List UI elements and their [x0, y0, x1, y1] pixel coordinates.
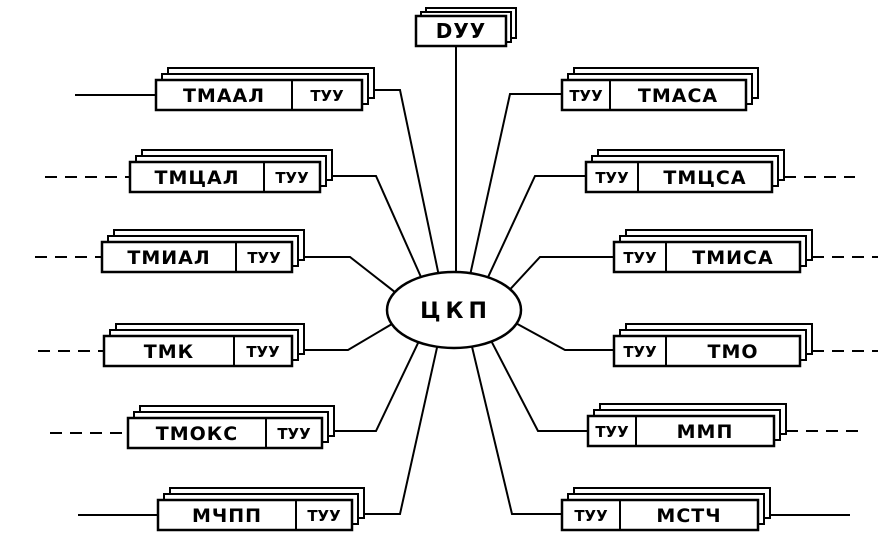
left-module-2: ТМИАЛ ТУУ [100, 229, 305, 274]
right-module-0: ТУУ ТМАСА [560, 67, 759, 112]
right-module-tuu: ТУУ [569, 87, 603, 105]
right-connector-4 [489, 339, 588, 432]
left-module-4: ТМОКС ТУУ [126, 405, 335, 450]
right-connector-3 [513, 321, 614, 351]
right-connector-1 [486, 175, 586, 280]
left-module-tuu: ТУУ [310, 87, 344, 105]
right-connector-0 [469, 93, 562, 276]
right-module-name: ТМАСА [638, 85, 718, 107]
right-module-tuu: ТУУ [623, 249, 657, 267]
left-connector-2 [304, 256, 398, 295]
left-module-1: ТМЦАЛ ТУУ [128, 149, 333, 194]
left-connector-3 [304, 321, 395, 351]
left-connector-1 [332, 175, 423, 280]
left-module-name: ТМК [144, 341, 194, 363]
right-module-name: ТМЦСА [663, 167, 746, 189]
left-module-5: МЧПП ТУУ [156, 487, 365, 532]
left-module-0: ТМААЛ ТУУ [154, 67, 375, 112]
right-module-5: ТУУ МСТЧ [560, 487, 771, 532]
right-module-tuu: ТУУ [574, 507, 608, 525]
right-module-tuu: ТУУ [595, 169, 629, 187]
left-connector-5 [364, 344, 439, 515]
right-module-2: ТУУ ТМИСА [612, 229, 813, 274]
right-module-name: ТМИСА [692, 247, 773, 269]
left-connector-4 [334, 339, 421, 432]
left-module-name: ТМААЛ [183, 85, 265, 107]
right-module-name: ММП [677, 421, 734, 443]
left-module-name: МЧПП [192, 505, 262, 527]
center-label: ЦКП [420, 299, 492, 324]
left-module-name: ТМОКС [156, 423, 239, 445]
left-module-tuu: ТУУ [246, 343, 280, 361]
right-connector-2 [507, 256, 614, 292]
top-block-label: DУУ [436, 19, 486, 43]
left-module-name: ТМЦАЛ [155, 167, 240, 189]
left-module-tuu: ТУУ [275, 169, 309, 187]
top-block: DУУ [414, 7, 517, 48]
left-module-tuu: ТУУ [277, 425, 311, 443]
left-module-3: ТМК ТУУ [102, 323, 305, 368]
right-module-name: МСТЧ [656, 505, 721, 527]
center-node: ЦКП [385, 270, 523, 350]
right-module-4: ТУУ ММП [586, 403, 787, 448]
right-connector-5 [470, 344, 562, 515]
right-module-3: ТУУ ТМО [612, 323, 813, 368]
connector-lines [35, 46, 878, 516]
left-module-tuu: ТУУ [247, 249, 281, 267]
left-connector-0 [374, 89, 440, 276]
left-module-name: ТМИАЛ [127, 247, 210, 269]
left-module-tuu: ТУУ [307, 507, 341, 525]
right-module-tuu: ТУУ [595, 423, 629, 441]
right-module-1: ТУУ ТМЦСА [584, 149, 785, 194]
right-module-tuu: ТУУ [623, 343, 657, 361]
right-module-name: ТМО [707, 341, 758, 363]
